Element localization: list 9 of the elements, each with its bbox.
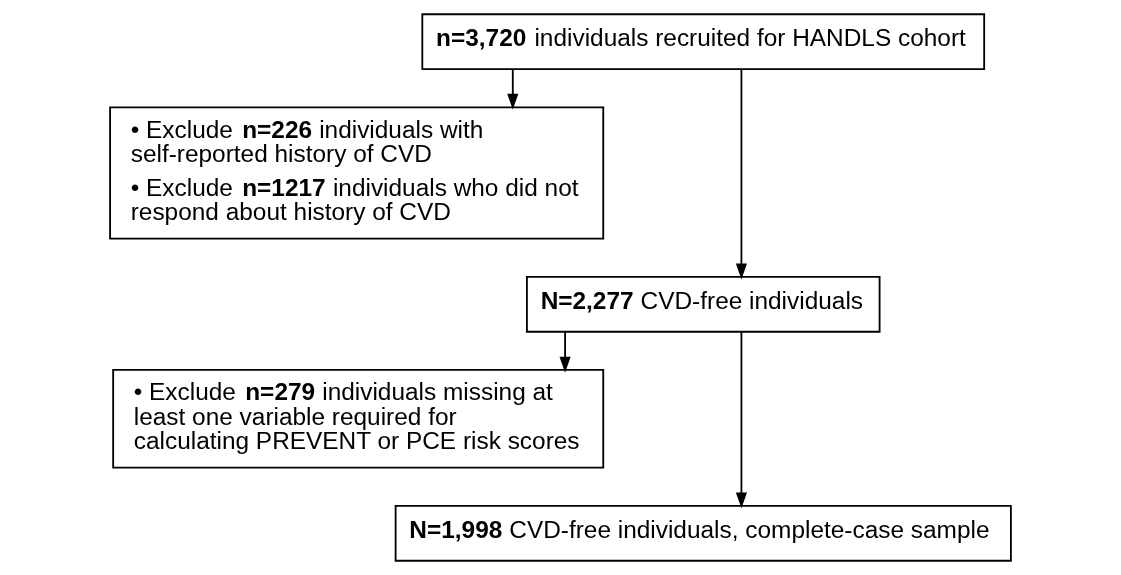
node-box: N=1,998 CVD-free individuals, complete-case sample [394,504,1012,562]
arrow [735,331,747,509]
node-box: • Exclude n=226 individuals with self-reported history of CVD • Exclude n=1217 individuals who did not respond about history of CVD [109,106,605,240]
node-box: • Exclude n=279 individuals missing at least one variable required for calculating PREVENT or PCE risk scores [112,369,605,469]
arrow [735,68,747,280]
arrow [507,68,519,110]
node-box: N=2,277 CVD-free individuals [526,275,881,333]
node-box: n=3,720 individuals recruited for HANDLS cohort [421,13,986,71]
arrow [559,331,571,373]
